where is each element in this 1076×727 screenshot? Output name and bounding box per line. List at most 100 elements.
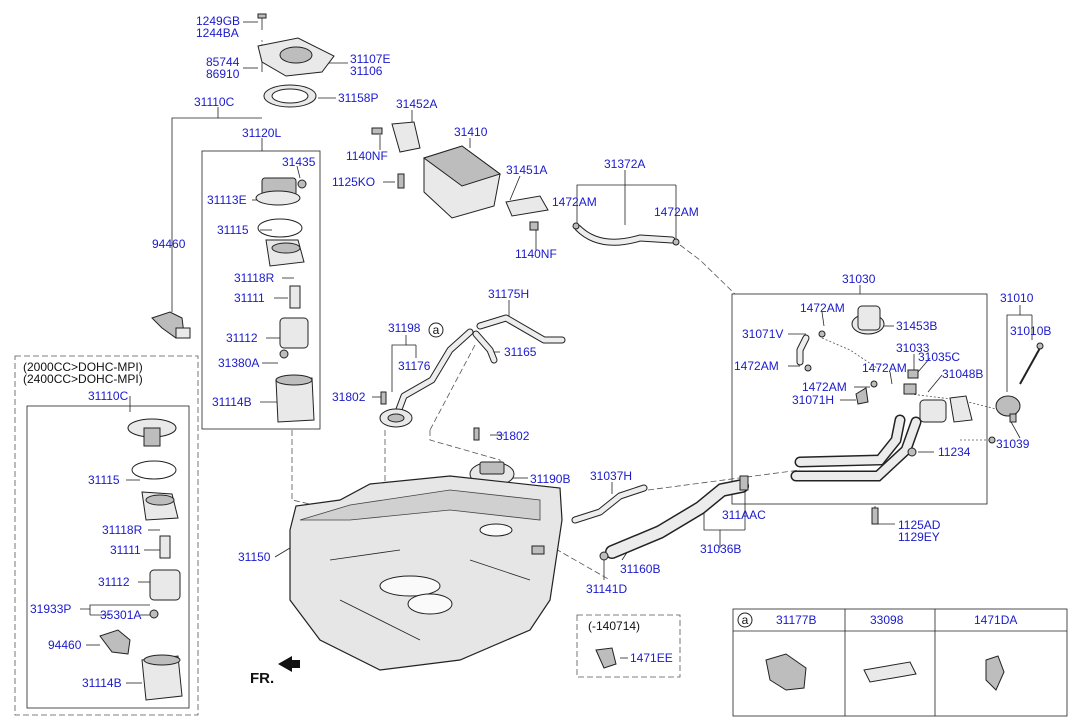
legend-table bbox=[732, 608, 1068, 717]
legend-key-circle bbox=[737, 612, 753, 628]
label-1472am-b[interactable]: 1472AM bbox=[654, 205, 699, 219]
label-31175h[interactable]: 31175H bbox=[488, 287, 529, 301]
label-31114b-variant[interactable]: 31114B bbox=[82, 676, 122, 690]
label-31107e[interactable]: 31107E bbox=[350, 52, 390, 66]
date-range-frame bbox=[576, 614, 681, 678]
label-31372a[interactable]: 31372A bbox=[604, 157, 645, 171]
label-31198[interactable]: 31198 bbox=[388, 321, 421, 335]
legend-col-31177b[interactable]: 31177B bbox=[776, 613, 816, 627]
label-31452a[interactable]: 31452A bbox=[396, 97, 437, 111]
label-31158p[interactable]: 31158P bbox=[338, 91, 378, 105]
label-31451a[interactable]: 31451A bbox=[506, 163, 547, 177]
legend-col-33098[interactable]: 33098 bbox=[870, 613, 904, 627]
plate-gasket-parts bbox=[257, 13, 335, 108]
leader-lines bbox=[80, 21, 1033, 684]
label-31036b[interactable]: 31036B bbox=[700, 542, 741, 556]
label-31010b[interactable]: 31010B bbox=[1010, 324, 1051, 338]
label-31115-main[interactable]: 31115 bbox=[217, 223, 249, 237]
label-31453b[interactable]: 31453B bbox=[896, 319, 937, 333]
label-1472am-c[interactable]: 1472AM bbox=[800, 301, 845, 315]
label-31111-main[interactable]: 31111 bbox=[234, 291, 265, 305]
date-range-note: (-140714) bbox=[588, 619, 640, 633]
label-31190b[interactable]: 31190B bbox=[530, 472, 570, 486]
label-31039[interactable]: 31039 bbox=[996, 437, 1030, 451]
fuel-pump-assembly bbox=[255, 177, 315, 423]
label-31010[interactable]: 31010 bbox=[1000, 291, 1034, 305]
label-31112-variant[interactable]: 31112 bbox=[98, 575, 130, 589]
label-31030[interactable]: 31030 bbox=[842, 272, 876, 286]
callout-a-circle bbox=[428, 322, 444, 338]
label-31114b-main[interactable]: 31114B bbox=[212, 395, 252, 409]
label-311aac[interactable]: 311AAC bbox=[722, 508, 766, 522]
label-31110c-main[interactable]: 31110C bbox=[194, 95, 235, 109]
label-1140nf-b[interactable]: 1140NF bbox=[515, 247, 557, 261]
label-1472am-f[interactable]: 1472AM bbox=[802, 380, 847, 394]
hose-31176 bbox=[394, 328, 474, 416]
label-31112-main[interactable]: 31112 bbox=[226, 331, 258, 345]
label-31802-b[interactable]: 31802 bbox=[496, 429, 530, 443]
label-31118r-main[interactable]: 31118R bbox=[234, 271, 275, 285]
fuel-pump-assembly-frame bbox=[201, 150, 321, 430]
label-35301a[interactable]: 35301A bbox=[100, 608, 141, 622]
label-31071h[interactable]: 31071H bbox=[792, 393, 834, 407]
label-11234[interactable]: 11234 bbox=[938, 445, 971, 459]
label-31380a[interactable]: 31380A bbox=[218, 356, 259, 370]
label-31176[interactable]: 31176 bbox=[398, 359, 431, 373]
label-31165[interactable]: 31165 bbox=[504, 345, 537, 359]
variant-pump-frame bbox=[26, 405, 190, 709]
label-31160b[interactable]: 31160B bbox=[620, 562, 660, 576]
label-31037h[interactable]: 31037H bbox=[590, 469, 632, 483]
label-31435[interactable]: 31435 bbox=[282, 155, 316, 169]
label-1472am-e[interactable]: 1472AM bbox=[862, 361, 907, 375]
front-direction-text: FR. bbox=[250, 670, 274, 687]
label-31141d[interactable]: 31141D bbox=[586, 582, 627, 596]
label-85744[interactable]: 85744 bbox=[206, 55, 240, 69]
label-31110c-variant[interactable]: 31110C bbox=[88, 389, 129, 403]
label-31071v[interactable]: 31071V bbox=[742, 327, 783, 341]
label-1249gb[interactable]: 1249GB bbox=[196, 14, 240, 28]
variant-pump-parts bbox=[99, 418, 183, 701]
label-1244ba[interactable]: 1244BA bbox=[196, 26, 239, 40]
label-1129ey[interactable]: 1129EY bbox=[898, 530, 940, 544]
bolts bbox=[871, 436, 996, 525]
label-31113e[interactable]: 31113E bbox=[207, 193, 247, 207]
label-31802-a[interactable]: 31802 bbox=[332, 390, 366, 404]
fuel-cap-31010 bbox=[995, 342, 1044, 423]
callout-a-text: a bbox=[433, 323, 440, 337]
label-31111-variant[interactable]: 31111 bbox=[110, 543, 141, 557]
label-1472am-d[interactable]: 1472AM bbox=[734, 359, 779, 373]
filler-hoses bbox=[571, 475, 749, 561]
label-1140nf-a[interactable]: 1140NF bbox=[346, 149, 388, 163]
label-31106[interactable]: 31106 bbox=[350, 64, 383, 78]
variant-frame bbox=[14, 355, 199, 716]
filler-neck-31030 bbox=[790, 305, 973, 482]
label-1125ad[interactable]: 1125AD bbox=[898, 518, 941, 532]
label-31120l[interactable]: 31120L bbox=[242, 126, 281, 140]
variant-line-2: (2400CC>DOHC-MPI) bbox=[23, 372, 143, 386]
legend-col-1471da[interactable]: 1471DA bbox=[974, 613, 1017, 627]
label-31150[interactable]: 31150 bbox=[238, 550, 271, 564]
label-31410[interactable]: 31410 bbox=[454, 125, 488, 139]
legend-key-text: a bbox=[742, 613, 749, 627]
label-94460-main[interactable]: 94460 bbox=[152, 237, 186, 251]
label-31048b[interactable]: 31048B bbox=[942, 367, 983, 381]
label-1125ko[interactable]: 1125KO bbox=[332, 175, 375, 189]
label-31933p[interactable]: 31933P bbox=[30, 602, 71, 616]
label-31035c[interactable]: 31035C bbox=[918, 350, 960, 364]
label-31118r-variant[interactable]: 31118R bbox=[102, 523, 143, 537]
label-31033[interactable]: 31033 bbox=[896, 341, 930, 355]
hose-31175h bbox=[472, 314, 566, 364]
canister-parts bbox=[371, 121, 549, 231]
variant-line-1: (2000CC>DOHC-MPI) bbox=[23, 360, 143, 374]
label-1472am-a[interactable]: 1472AM bbox=[552, 195, 597, 209]
clip-1471ee-part bbox=[595, 647, 617, 669]
label-31115-variant[interactable]: 31115 bbox=[88, 473, 120, 487]
label-1471ee[interactable]: 1471EE bbox=[630, 651, 673, 665]
label-94460-variant[interactable]: 94460 bbox=[48, 638, 82, 652]
fuel-tank-31150 bbox=[289, 475, 563, 671]
label-86910[interactable]: 86910 bbox=[206, 67, 240, 81]
sender-94460-part bbox=[151, 311, 191, 339]
filler-neck-frame bbox=[731, 293, 988, 505]
front-direction-marker bbox=[278, 656, 300, 672]
